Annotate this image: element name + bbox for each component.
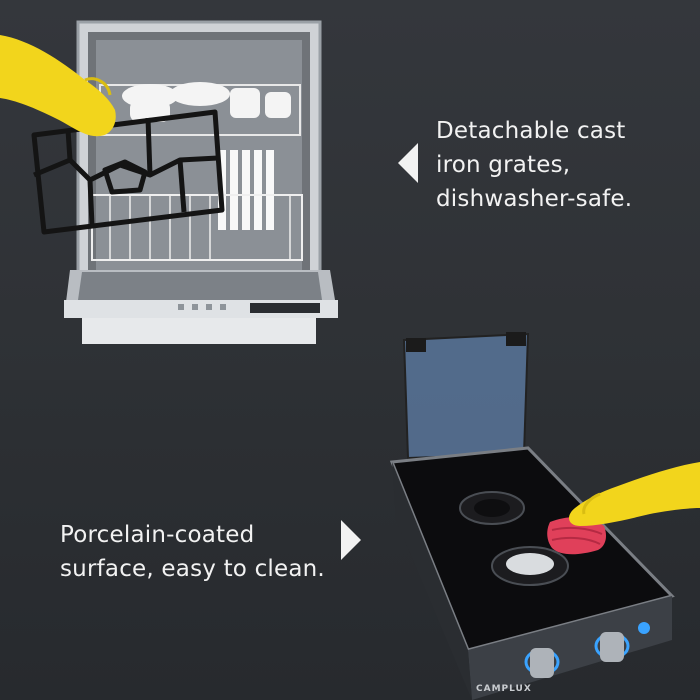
dishwasher-illustration: [64, 20, 338, 344]
red-sponge: [547, 517, 606, 555]
gas-cooktop-illustration: [389, 332, 675, 700]
caption-grates-line3: dishwasher-safe.: [436, 186, 633, 212]
cast-iron-grate: [31, 109, 225, 235]
caption-grates: Detachable cast iron grates, dishwasher-…: [436, 114, 632, 216]
caption-grates-line2: iron grates,: [436, 152, 571, 178]
triangle-left-icon: [398, 143, 418, 183]
brand-label: CAMPLUX: [476, 684, 532, 694]
glove-left-hand: [0, 35, 116, 137]
caption-surface: Porcelain-coated surface, easy to clean.: [60, 518, 325, 586]
triangle-right-icon: [341, 520, 361, 560]
caption-surface-line2: surface, easy to clean.: [60, 556, 325, 582]
glove-right-hand: [568, 462, 700, 526]
caption-surface-line1: Porcelain-coated: [60, 522, 255, 548]
caption-grates-line1: Detachable cast: [436, 118, 626, 144]
